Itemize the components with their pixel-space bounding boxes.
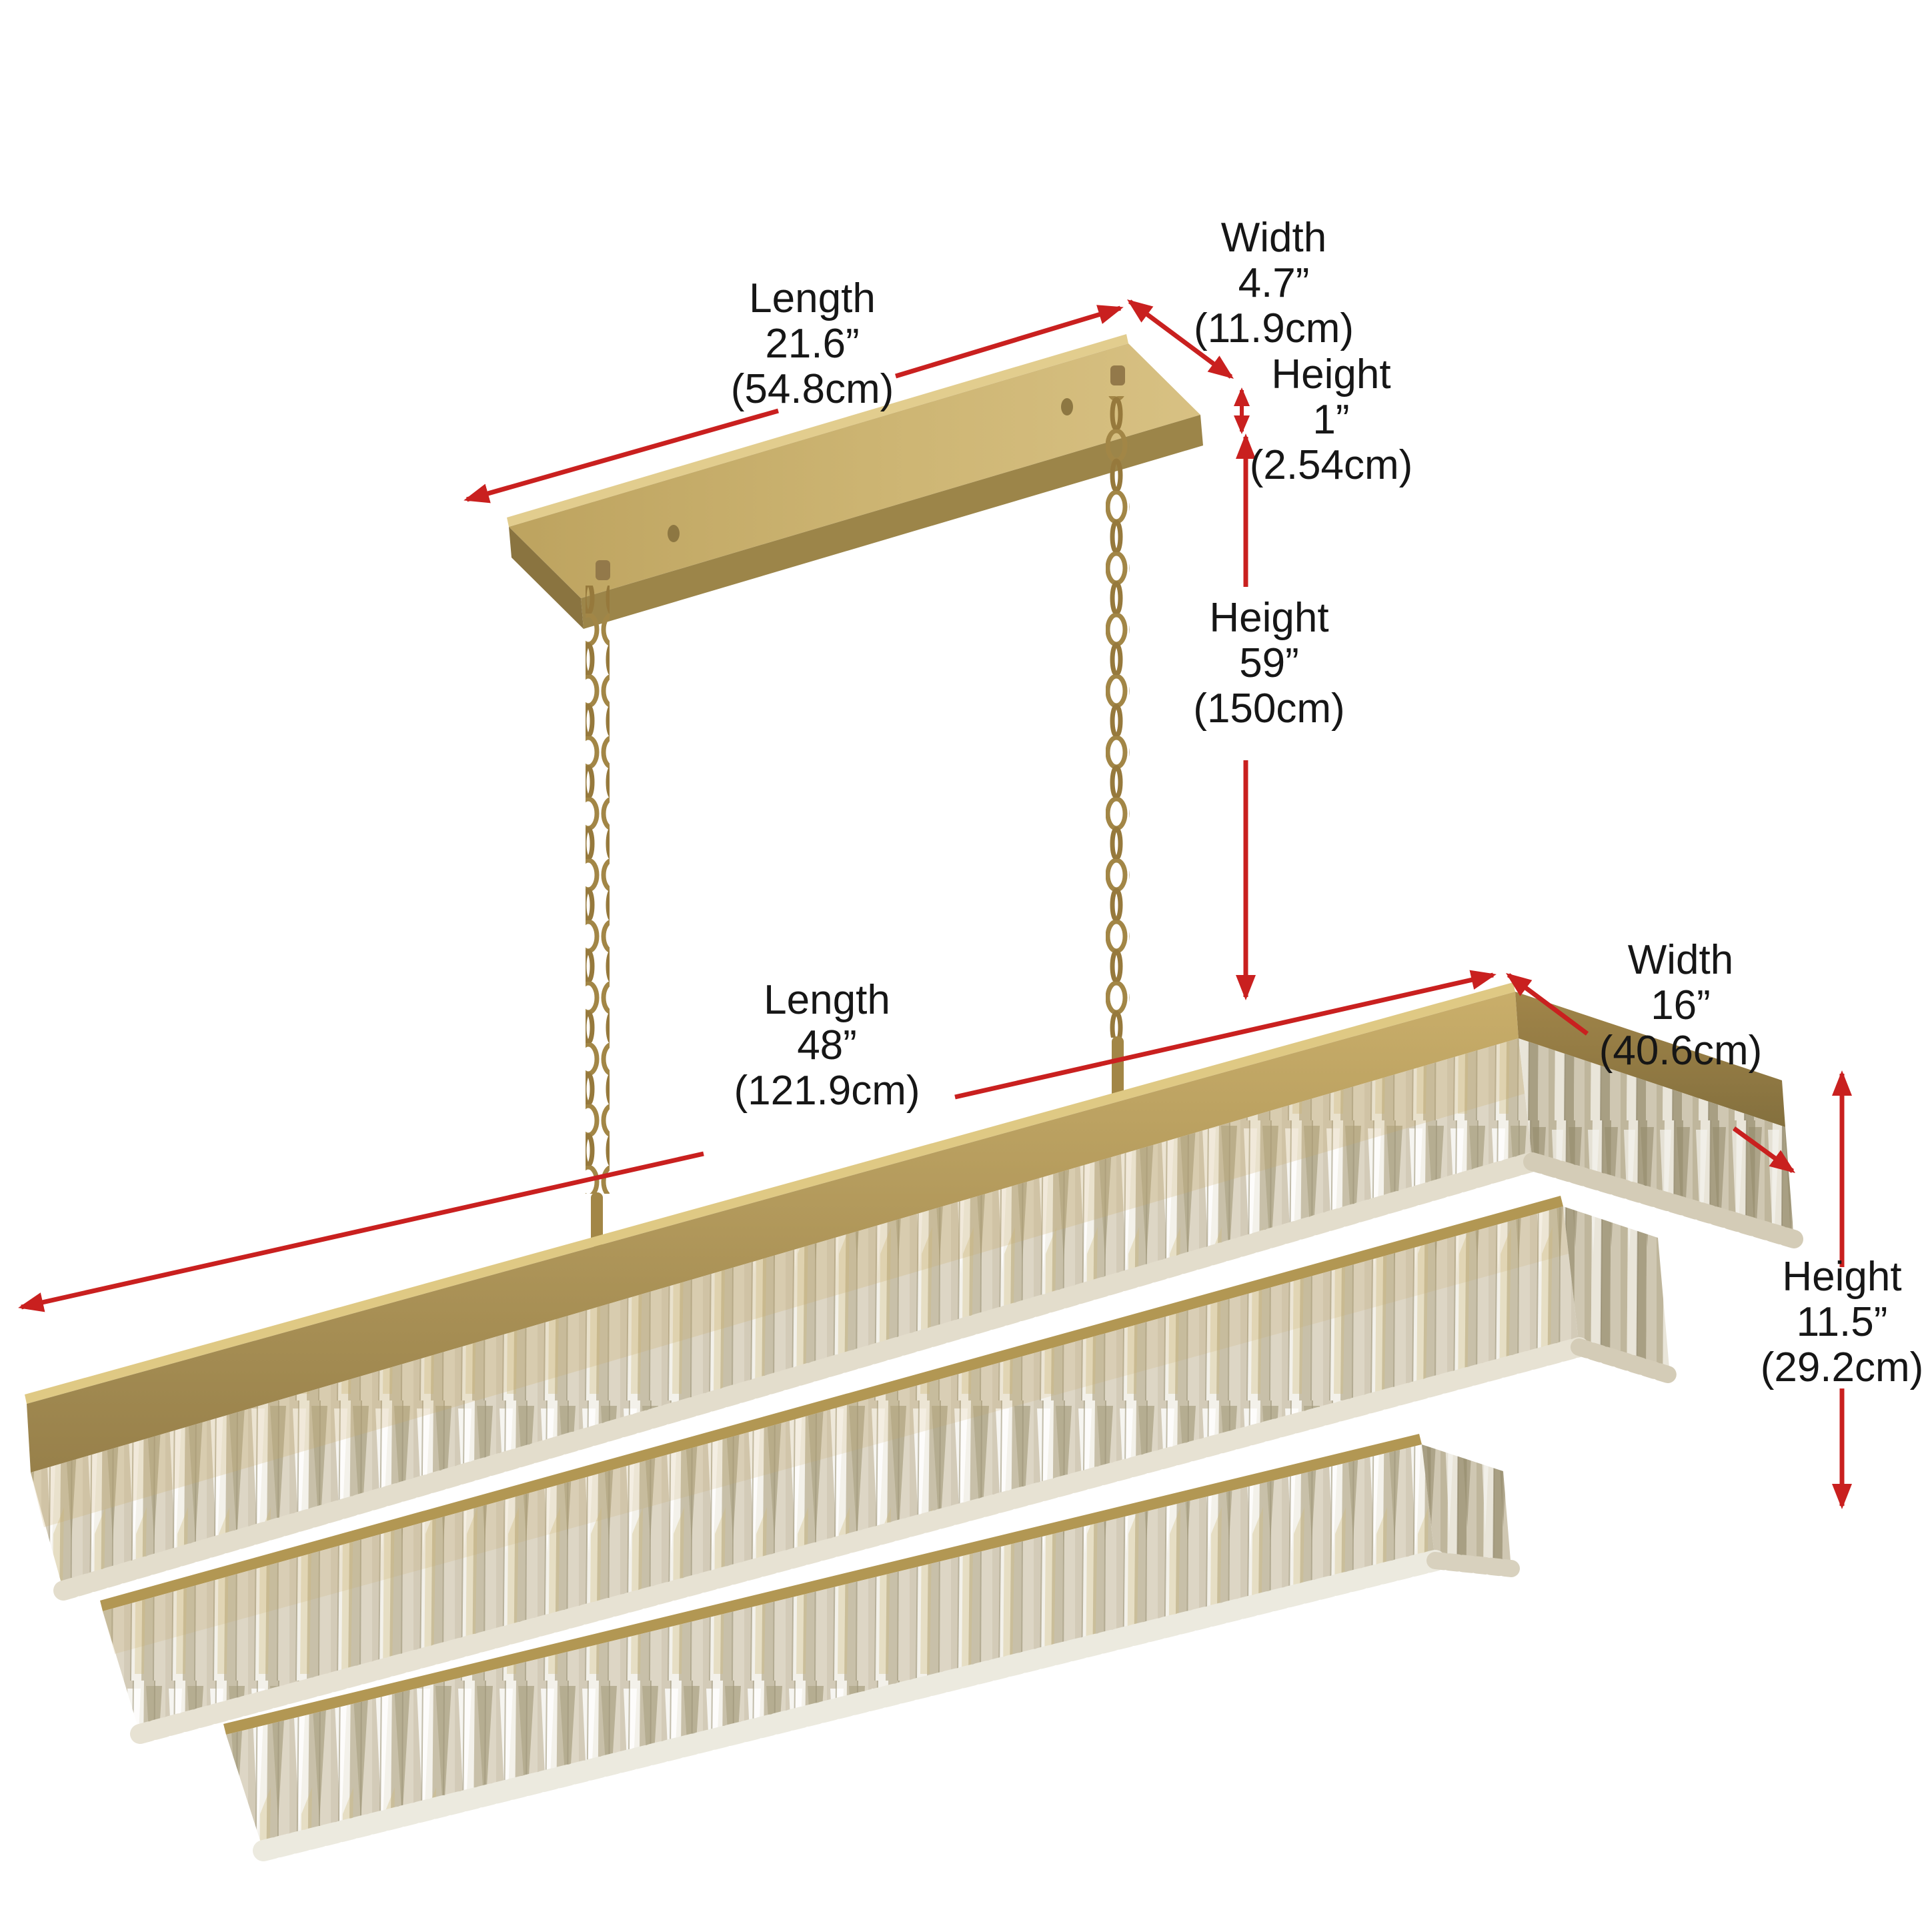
dim-arrow-canopy-length bbox=[894, 305, 1124, 379]
tier1-frame-top-edge bbox=[25, 982, 1515, 1404]
label-line: 11.5” bbox=[1797, 1299, 1888, 1345]
label-line: Height bbox=[1209, 595, 1328, 641]
chandelier-body bbox=[25, 982, 1803, 1861]
tier2-crystals-end bbox=[1563, 1206, 1670, 1375]
label-line: (150cm) bbox=[1193, 686, 1344, 732]
hanging-chain-left bbox=[586, 586, 610, 1247]
tier3-crystals-front bbox=[226, 1444, 1435, 1851]
label-line: 59” bbox=[1239, 640, 1299, 686]
label-line: 21.6” bbox=[765, 321, 859, 367]
label-line: Width bbox=[1628, 937, 1733, 983]
label-line: Height bbox=[1782, 1254, 1901, 1300]
tier1-crystals-front bbox=[31, 1038, 1533, 1591]
tier-2 bbox=[100, 1196, 1679, 1744]
label-canopy-length: Length 21.6” (54.8cm) bbox=[731, 275, 894, 412]
tier1-fringe-end bbox=[1523, 1152, 1803, 1248]
dim-arrow-fixture-length bbox=[18, 1151, 704, 1312]
label-line: 16” bbox=[1651, 982, 1711, 1028]
label-fixture-height: Height 11.5” (29.2cm) bbox=[1761, 1254, 1924, 1390]
label-line: Width bbox=[1221, 215, 1326, 261]
label-line: (40.6cm) bbox=[1599, 1028, 1763, 1074]
label-line: Height bbox=[1271, 351, 1390, 397]
label-fixture-width: Width 16” (40.6cm) bbox=[1599, 937, 1763, 1074]
ceiling-canopy bbox=[507, 334, 1203, 629]
label-line: (2.54cm) bbox=[1250, 442, 1413, 488]
tier1-crystals-end bbox=[1519, 1038, 1794, 1239]
canopy-chain-mount bbox=[596, 560, 610, 580]
label-canopy-height: Height 1” (2.54cm) bbox=[1250, 351, 1413, 488]
tier1-frame-front bbox=[27, 992, 1519, 1473]
tier2-warm-reflection bbox=[103, 1206, 1569, 1654]
canopy-screw bbox=[1061, 398, 1073, 415]
tier2-fringe bbox=[130, 1337, 1589, 1744]
dim-arrow-fixture-length bbox=[954, 970, 1497, 1100]
label-fixture-length: Length 48” (121.9cm) bbox=[734, 977, 920, 1114]
dim-arrow-canopy-length bbox=[463, 408, 779, 504]
label-line: (29.2cm) bbox=[1761, 1344, 1924, 1390]
tier2-crystals-front bbox=[103, 1206, 1579, 1734]
chain-connector bbox=[591, 1192, 603, 1247]
canopy-screw bbox=[668, 525, 680, 542]
tier3-crystals-end bbox=[1422, 1444, 1511, 1569]
chain-connector bbox=[1112, 1036, 1124, 1101]
tier1-frame-end bbox=[1515, 992, 1785, 1127]
tier1-fringe bbox=[53, 1152, 1543, 1601]
dim-arrow-fixture-width bbox=[1505, 973, 1589, 1036]
dim-arrow-canopy-width bbox=[1126, 299, 1234, 379]
tier-3 bbox=[223, 1434, 1520, 1861]
dim-arrow-fixture-width bbox=[1732, 1126, 1796, 1173]
canopy-left-end bbox=[509, 527, 584, 629]
label-line: (11.9cm) bbox=[1194, 305, 1354, 351]
label-line: (121.9cm) bbox=[734, 1068, 920, 1114]
label-line: 48” bbox=[797, 1022, 857, 1068]
label-canopy-width: Width 4.7” (11.9cm) bbox=[1194, 215, 1354, 351]
hanging-chain-right bbox=[1106, 396, 1130, 1101]
canopy-front-edge bbox=[581, 415, 1203, 629]
label-line: Length bbox=[764, 977, 890, 1023]
label-line: Length bbox=[749, 275, 876, 321]
label-suspension-height: Height 59” (150cm) bbox=[1193, 595, 1344, 732]
label-line: 4.7” bbox=[1238, 260, 1310, 306]
tier-1 bbox=[25, 982, 1803, 1601]
tier3-rail bbox=[223, 1434, 1422, 1735]
label-line: (54.8cm) bbox=[731, 366, 894, 412]
tier3-fringe bbox=[253, 1550, 1446, 1861]
dimension-annotations bbox=[18, 299, 1852, 1509]
canopy-back-edge bbox=[507, 334, 1128, 527]
canopy-chain-mount bbox=[1110, 365, 1125, 385]
tier2-fringe-end bbox=[1571, 1338, 1679, 1384]
tier2-rail bbox=[100, 1196, 1563, 1611]
canopy-underside bbox=[509, 343, 1200, 598]
tier1-warm-reflection bbox=[31, 1038, 1525, 1527]
tier3-fringe-end bbox=[1426, 1552, 1520, 1577]
label-line: 1” bbox=[1312, 397, 1349, 443]
